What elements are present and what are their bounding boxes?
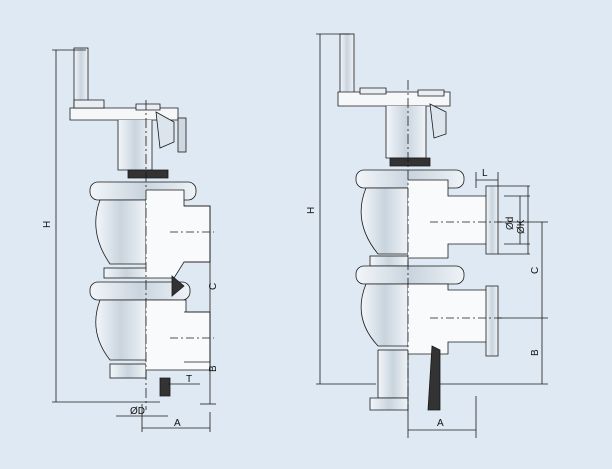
right-valve-view xyxy=(316,33,548,438)
left-label-H: H xyxy=(42,221,53,228)
right-label-H: H xyxy=(306,207,317,214)
right-actuator-handle xyxy=(339,33,355,95)
left-lower-housing xyxy=(95,299,147,361)
right-label-L: L xyxy=(482,168,488,179)
left-valve-view xyxy=(52,47,216,432)
right-upper-housing xyxy=(360,187,409,255)
right-lower-clamp xyxy=(355,265,465,285)
left-upper-housing xyxy=(95,199,147,265)
left-label-B: B xyxy=(208,365,219,372)
right-label-OK: ØK xyxy=(516,219,527,234)
left-label-T: T xyxy=(186,374,192,385)
left-label-OD: ØD xyxy=(130,406,145,417)
right-label-Od: Ød xyxy=(505,217,516,230)
right-label-B: B xyxy=(530,349,541,356)
left-label-C: C xyxy=(208,283,219,290)
right-lower-housing xyxy=(360,283,409,347)
left-label-A: A xyxy=(174,418,181,429)
right-label-A: A xyxy=(437,418,444,429)
right-label-C: C xyxy=(530,267,541,274)
